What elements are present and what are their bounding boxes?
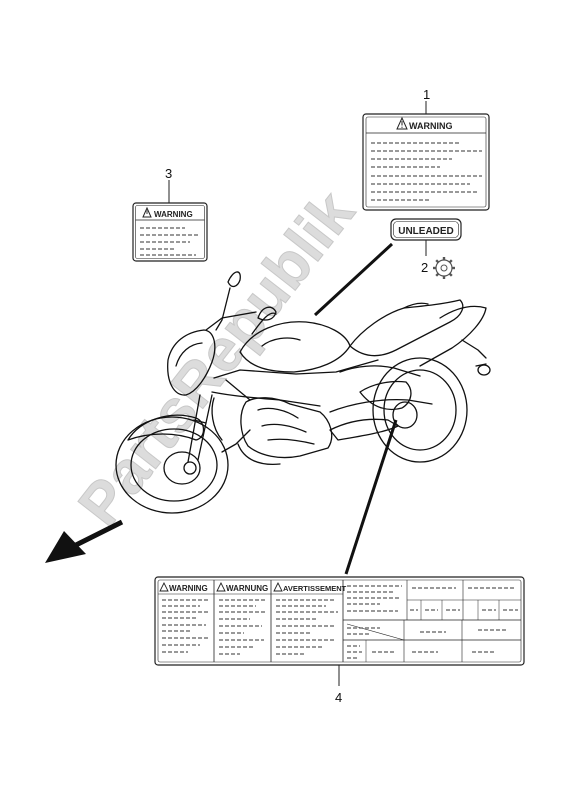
label-3-warning[interactable]: WARNING — [132, 202, 208, 262]
label-3-title: WARNING — [154, 210, 193, 219]
motorcycle-drawing — [115, 271, 491, 514]
label-2-unleaded[interactable]: UNLEADED — [390, 218, 462, 241]
pointer-line-bottom — [344, 419, 398, 575]
gear-icon — [433, 257, 455, 279]
rear-wheel — [372, 357, 468, 463]
warning-triangle-icon — [273, 581, 283, 592]
front-wheel — [115, 416, 229, 514]
label-4-warning-panel[interactable]: WARNING WARNUNG AVERTISSEMENT — [154, 576, 525, 666]
label-2-text: UNLEADED — [398, 226, 454, 237]
label-1-warning[interactable]: WARNING — [362, 113, 490, 211]
label-4-col2-title: WARNUNG — [226, 584, 268, 593]
warning-triangle-icon — [159, 581, 169, 592]
label-4-col3-title: AVERTISSEMENT — [283, 584, 347, 593]
callout-4: 4 — [335, 690, 342, 705]
warning-triangle-icon — [396, 116, 408, 130]
warning-triangle-icon — [142, 206, 152, 218]
pointer-line-top — [313, 242, 394, 317]
label-4-col1-title: WARNING — [169, 584, 208, 593]
warning-triangle-icon — [216, 581, 226, 592]
callout-2: 2 — [421, 260, 428, 275]
callout-1: 1 — [423, 87, 430, 102]
watermark: PartsRepublik — [65, 178, 367, 538]
direction-arrow-icon — [45, 519, 124, 563]
callout-3: 3 — [165, 166, 172, 181]
label-1-title: WARNING — [409, 121, 453, 131]
